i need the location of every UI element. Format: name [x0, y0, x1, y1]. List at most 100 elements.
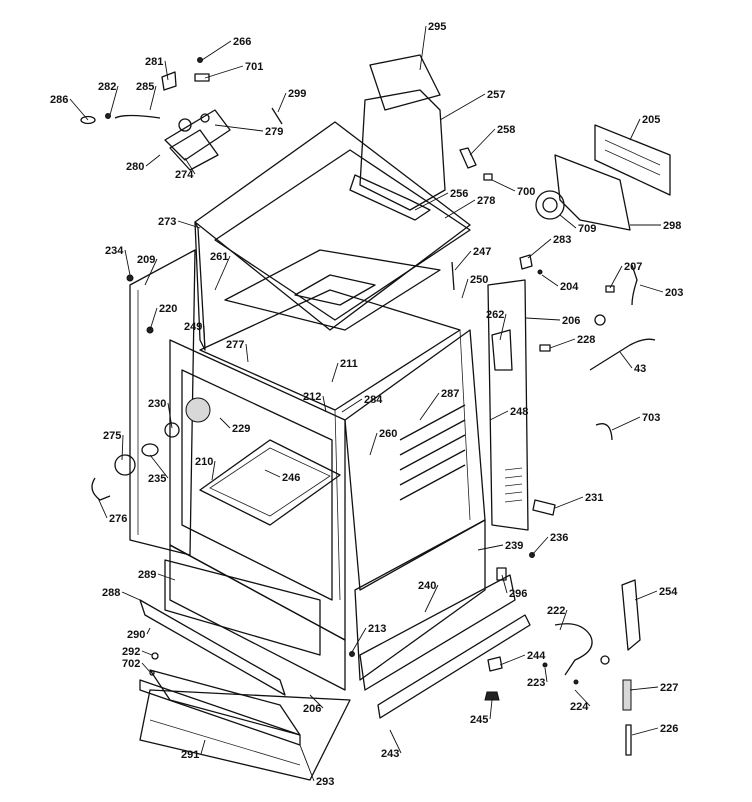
part-label-l275: 275 [103, 430, 121, 442]
part-label-l298: 298 [663, 220, 681, 232]
part-label-l249: 249 [184, 321, 202, 333]
part-label-l254: 254 [659, 586, 678, 598]
part-label-l261: 261 [210, 251, 228, 263]
part-label-l248: 248 [510, 406, 528, 418]
leader-l278 [444, 199, 476, 219]
leader-l262 [499, 313, 507, 341]
leader-l276 [97, 497, 108, 519]
part-label-l213: 213 [368, 623, 386, 635]
leader-l274 [184, 157, 196, 175]
leader-l43 [619, 351, 633, 369]
part-label-l293: 293 [316, 776, 334, 788]
leader-l287 [419, 392, 440, 421]
leader-l283 [527, 238, 552, 259]
part-label-l295: 295 [428, 21, 446, 33]
leader-l245 [489, 699, 493, 720]
leader-l290 [146, 627, 151, 635]
part-label-l43: 43 [634, 363, 646, 375]
part-label-l262: 262 [486, 309, 504, 321]
valve-230-icon [164, 422, 180, 438]
leader-l243 [389, 729, 402, 754]
spring-227-icon [622, 679, 632, 711]
part-label-l206b: 206 [303, 703, 321, 715]
part-label-l209: 209 [137, 254, 155, 266]
flue-duct-assembly [349, 54, 446, 221]
part-label-l240: 240 [418, 580, 436, 592]
leader-l700 [491, 179, 516, 192]
side-vent-slots [399, 404, 466, 501]
leader-l261 [214, 255, 231, 291]
clip-703-icon [595, 423, 613, 441]
leader-l230 [167, 402, 173, 429]
bracket-231-icon [532, 499, 556, 516]
part-label-l289: 289 [138, 569, 156, 581]
lamp-globe-275-icon [114, 454, 136, 476]
part-label-l700: 700 [517, 186, 535, 198]
lamp-socket-235-icon [141, 443, 159, 457]
part-label-l256: 256 [450, 188, 468, 200]
leader-l258 [469, 128, 496, 156]
screw-234-icon [126, 274, 134, 282]
leader-l248 [489, 410, 509, 421]
part-label-l207: 207 [624, 261, 642, 273]
leader-l239 [477, 544, 504, 551]
leader-l293 [299, 744, 315, 782]
leader-l240 [424, 584, 439, 613]
leader-l205 [629, 118, 641, 141]
leader-l286 [69, 98, 89, 121]
leader-l227 [629, 686, 659, 691]
part-label-l266: 266 [233, 36, 251, 48]
leader-l209 [144, 258, 158, 286]
part-label-l290: 290 [127, 629, 145, 641]
bracket-298 [554, 154, 631, 231]
igniter-43-icon [589, 338, 656, 371]
leader-l203 [639, 284, 664, 293]
part-label-l223: 223 [527, 677, 545, 689]
leader-l207 [609, 265, 623, 289]
leader-l246 [264, 469, 281, 478]
leader-l234 [124, 249, 131, 276]
part-label-l286: 286 [50, 94, 68, 106]
part-label-l257: 257 [487, 89, 505, 101]
part-label-l278: 278 [477, 195, 495, 207]
leader-l280 [145, 154, 161, 167]
bracket-283-icon [519, 254, 533, 270]
part-label-l296: 296 [509, 588, 527, 600]
part-label-l203: 203 [665, 287, 683, 299]
leader-l273 [177, 220, 201, 229]
part-label-l243: 243 [381, 748, 399, 760]
leader-l249 [203, 325, 206, 351]
clip-701-icon [194, 73, 210, 82]
part-label-l701: 701 [245, 61, 263, 73]
part-label-l226: 226 [660, 723, 678, 735]
part-label-l709: 709 [578, 223, 596, 235]
part-label-l287: 287 [441, 388, 459, 400]
part-label-l283: 283 [553, 234, 571, 246]
part-label-l288: 288 [102, 587, 120, 599]
clip-258-icon [459, 147, 477, 169]
screw-213-icon [349, 651, 355, 657]
part-label-l220: 220 [159, 303, 177, 315]
leader-l204 [541, 274, 559, 287]
screw-702-icon [149, 670, 155, 676]
part-label-l258: 258 [497, 124, 515, 136]
leader-l281 [164, 60, 169, 81]
kick-panel-243 [377, 614, 531, 719]
leader-l288 [121, 591, 141, 601]
cabinet-body [139, 121, 486, 781]
leader-l275 [121, 434, 124, 461]
leader-l223 [544, 667, 548, 683]
part-label-l230: 230 [148, 398, 166, 410]
part-label-l204: 204 [560, 281, 579, 293]
pin-226-icon [625, 724, 632, 756]
part-label-l299: 299 [288, 88, 306, 100]
screw-223-icon [542, 662, 548, 668]
part-label-l282: 282 [98, 81, 116, 93]
leader-l292 [141, 650, 153, 656]
part-label-l280: 280 [126, 161, 144, 173]
side-panel-206 [487, 279, 529, 531]
leader-l226 [631, 727, 659, 736]
part-label-l246: 246 [282, 472, 300, 484]
part-label-l235: 235 [148, 473, 166, 485]
